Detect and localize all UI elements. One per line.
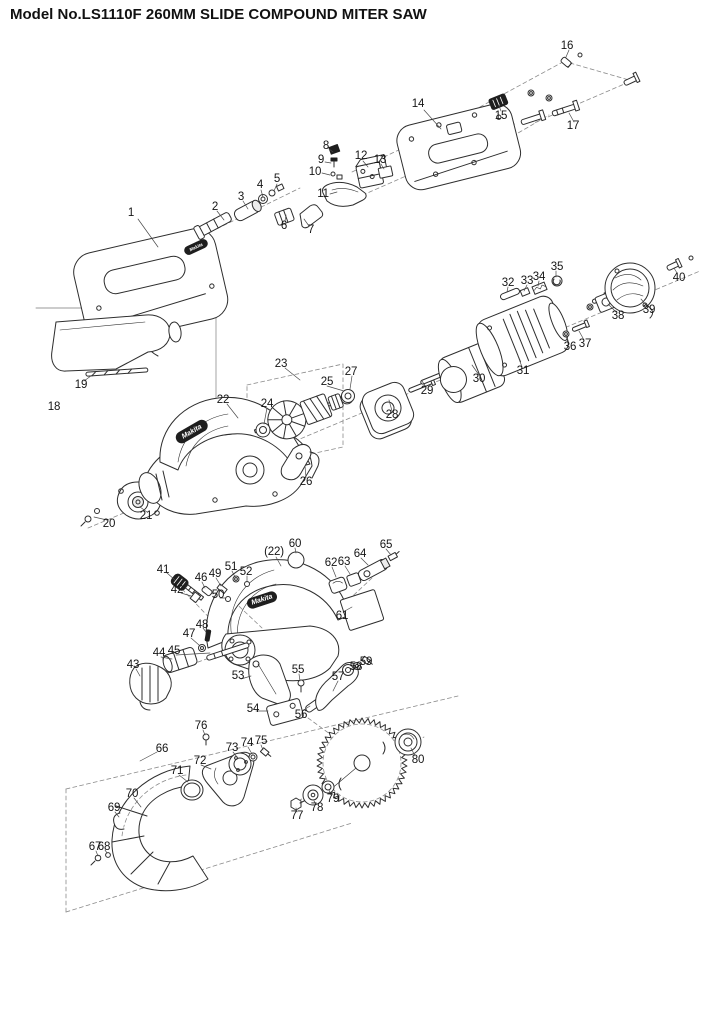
blade-guard-drawing [90,765,209,892]
rear-cover-drawing [604,255,694,319]
motor-housing-drawing [475,295,569,377]
lever-drawing [280,443,320,481]
switch-button-drawing [488,93,509,110]
slide-parts-drawing [129,642,250,711]
baffle-plate-drawing [359,368,448,440]
leader-lines [83,49,678,857]
handle-screws-drawing [520,52,641,125]
handle-housing-left-drawing: Makita [73,228,229,357]
makita-logo-lower: Makita [246,591,278,609]
dust-bag-drawing [51,314,182,377]
gear-housing-upper-drawing: Makita [138,396,313,515]
armature-drawing [253,389,355,440]
link-arms-drawing [248,654,373,726]
lamp-parts-drawing [193,183,324,240]
saw-blade-drawing [290,717,422,811]
switch-parts-drawing [322,144,394,207]
center-cover-drawing [180,733,272,807]
page-title: Model No.LS1110F 260MM SLIDE COMPOUND MI… [10,6,427,23]
label-plate-drawing [328,550,400,631]
handle-housing-right-drawing [396,93,522,191]
makita-logo-handle: Makita [184,239,208,255]
svg-text:Makita: Makita [189,242,204,253]
gear-housing-lower-drawing: Makita [205,551,353,682]
